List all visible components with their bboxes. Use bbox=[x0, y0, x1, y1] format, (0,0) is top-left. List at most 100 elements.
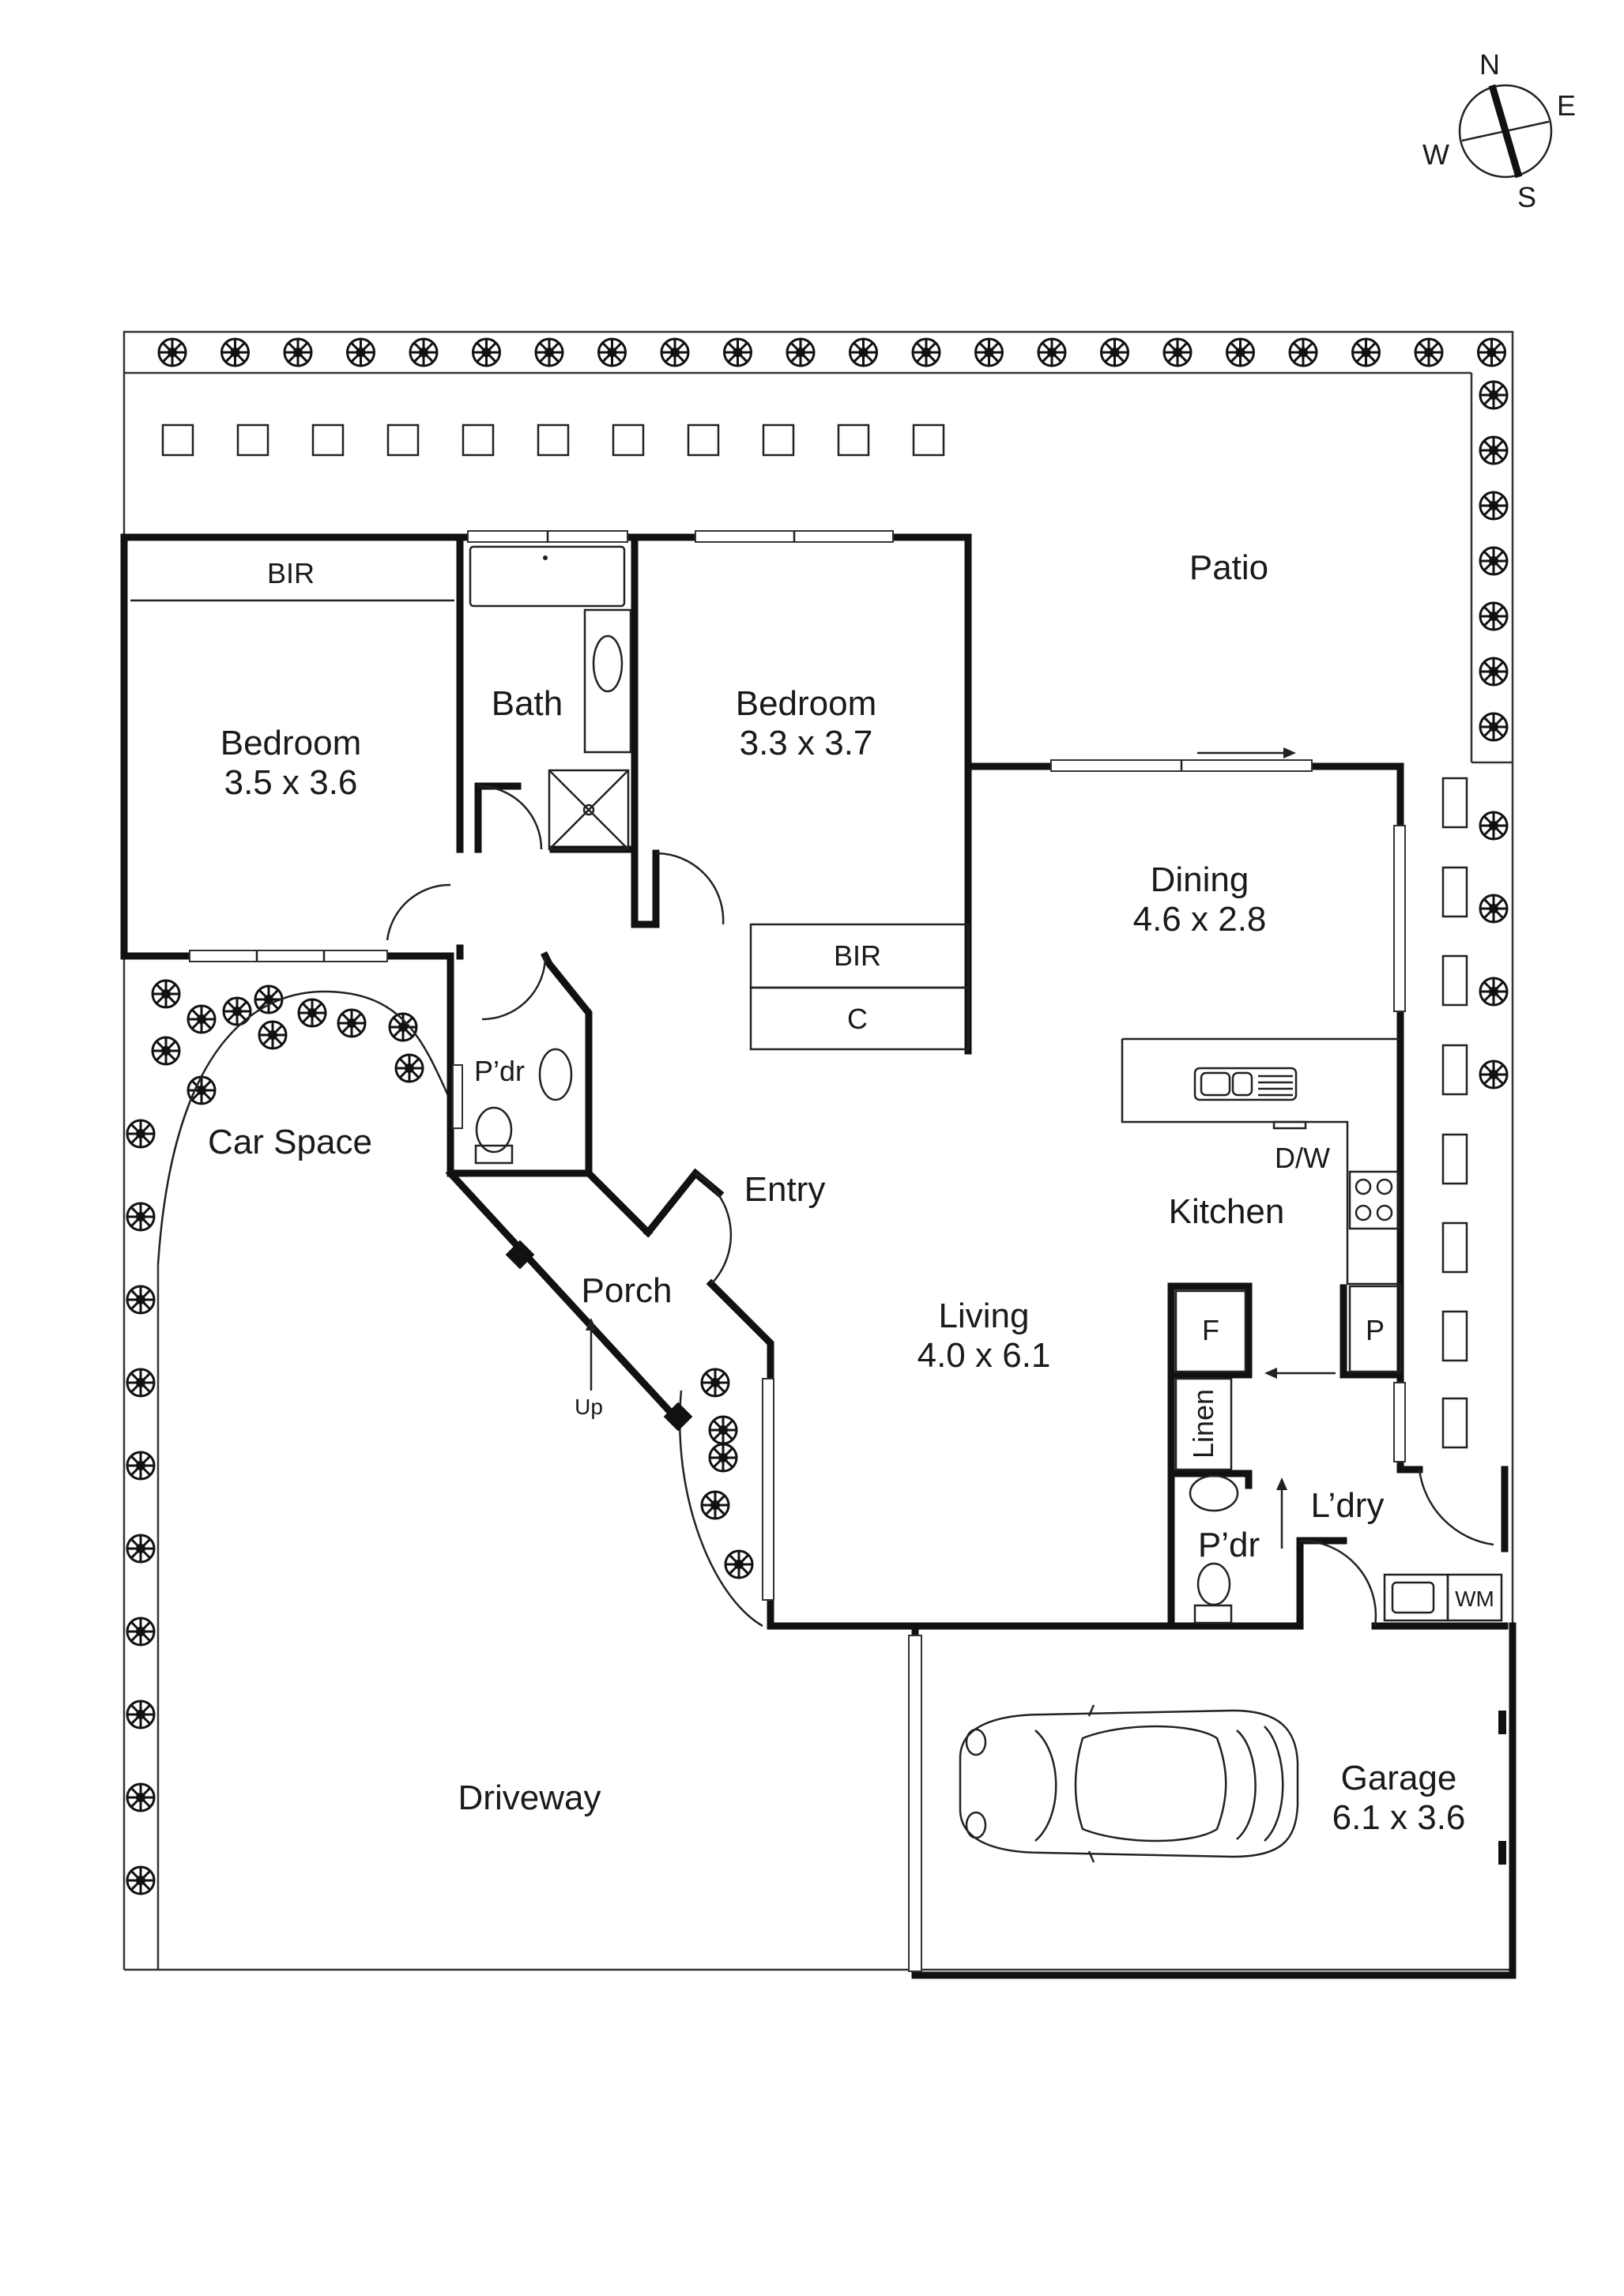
paver-tile bbox=[612, 423, 645, 457]
shrub-icon bbox=[1100, 337, 1129, 367]
shrub-icon bbox=[337, 1008, 367, 1038]
bedroom2-robe bbox=[749, 923, 970, 1051]
shrub-icon bbox=[911, 337, 941, 367]
shrub-icon bbox=[1479, 380, 1509, 410]
linen-label: Linen bbox=[1187, 1389, 1219, 1459]
entry-label: Entry bbox=[744, 1170, 826, 1209]
shrub-icon bbox=[849, 337, 878, 367]
dining-dims: 4.6 x 2.8 bbox=[1133, 900, 1267, 939]
compass-east-label: E bbox=[1557, 89, 1576, 122]
fridge-space bbox=[1174, 1289, 1247, 1373]
shrub-icon bbox=[1479, 546, 1509, 576]
bedroom2-label: Bedroom bbox=[736, 684, 877, 723]
shrub-icon bbox=[220, 337, 250, 367]
compass-rose: N E S W bbox=[1422, 48, 1576, 213]
shrub-icon bbox=[151, 979, 181, 1009]
shrub-icon bbox=[1479, 435, 1509, 465]
shrub-icon bbox=[597, 337, 627, 367]
powder1-label: P’dr bbox=[474, 1055, 525, 1087]
paver-tile bbox=[462, 423, 495, 457]
shrub-icon bbox=[786, 337, 816, 367]
shrub-icon bbox=[187, 1075, 217, 1105]
shrub-icon bbox=[258, 1020, 288, 1050]
shrub-icon bbox=[126, 1617, 156, 1647]
shrub-icon bbox=[346, 337, 375, 367]
paver-tile bbox=[687, 423, 720, 457]
shrub-icon bbox=[126, 1699, 156, 1730]
shrub-icon bbox=[388, 1012, 418, 1042]
shrub-icon bbox=[534, 337, 564, 367]
shrub-icon bbox=[126, 1368, 156, 1398]
paver-tile bbox=[161, 423, 194, 457]
pantry-cupboard bbox=[1348, 1285, 1402, 1373]
shrub-icon bbox=[1479, 977, 1509, 1007]
shrub-icon bbox=[409, 337, 439, 367]
paver-tile bbox=[311, 423, 345, 457]
patio-pavers bbox=[161, 423, 945, 457]
car-icon bbox=[959, 1704, 1299, 1863]
shrub-icon bbox=[297, 998, 327, 1028]
garage-dims: 6.1 x 3.6 bbox=[1332, 1798, 1466, 1837]
porch-label: Porch bbox=[582, 1271, 673, 1310]
hedge-shrubs bbox=[126, 337, 1509, 1895]
shrub-icon bbox=[151, 1036, 181, 1066]
compass-south-label: S bbox=[1517, 181, 1536, 213]
shrub-icon bbox=[126, 1865, 156, 1895]
shrub-icon bbox=[126, 1202, 156, 1232]
shrub-icon bbox=[708, 1443, 738, 1473]
powder2-label: P’dr bbox=[1198, 1526, 1260, 1564]
shrub-icon bbox=[394, 1053, 424, 1083]
porch-columns bbox=[505, 1240, 693, 1432]
shower bbox=[548, 769, 630, 851]
powder1-fittings bbox=[474, 1048, 573, 1165]
compass-west-label: W bbox=[1422, 138, 1449, 171]
shrub-icon bbox=[126, 1534, 156, 1564]
paver-tile bbox=[537, 423, 570, 457]
laundry-label: L’dry bbox=[1311, 1486, 1385, 1525]
dishwasher-label: D/W bbox=[1275, 1142, 1330, 1174]
shrub-icon bbox=[724, 1549, 754, 1579]
shrub-icon bbox=[126, 1782, 156, 1812]
door-swings bbox=[386, 785, 1494, 1627]
garden-edges bbox=[156, 990, 763, 1628]
shrub-icon bbox=[1479, 894, 1509, 924]
shrub-icon bbox=[126, 1285, 156, 1315]
dining-label: Dining bbox=[1151, 860, 1249, 899]
shrub-icon bbox=[157, 337, 187, 367]
cooktop bbox=[1348, 1170, 1400, 1230]
shrub-icon bbox=[1479, 491, 1509, 521]
shrub-icon bbox=[974, 337, 1004, 367]
shrub-icon bbox=[1479, 712, 1509, 742]
shrub-icon bbox=[1288, 337, 1318, 367]
linen-cupboard bbox=[1174, 1377, 1233, 1471]
garage-wall-studs bbox=[1498, 1711, 1506, 1865]
bedroom1-dims: 3.5 x 3.6 bbox=[224, 763, 358, 802]
shrub-icon bbox=[1162, 337, 1193, 367]
shrub-icon bbox=[1479, 601, 1509, 631]
shrub-icon bbox=[660, 337, 690, 367]
bir-left-label: BIR bbox=[267, 557, 315, 589]
shrub-icon bbox=[254, 984, 284, 1014]
shrub-icon bbox=[723, 337, 752, 367]
laundry-fittings bbox=[1383, 1573, 1503, 1622]
shrub-icon bbox=[708, 1415, 738, 1445]
shrub-icon bbox=[283, 337, 313, 367]
paver-tile bbox=[912, 423, 945, 457]
pantry-label: P bbox=[1366, 1314, 1385, 1346]
sliding-door-arrows bbox=[586, 747, 1336, 1549]
bedroom1-label: Bedroom bbox=[220, 724, 362, 762]
shrub-icon bbox=[1037, 337, 1067, 367]
compass-north-label: N bbox=[1479, 48, 1500, 81]
shrub-icon bbox=[222, 996, 252, 1026]
shrub-icon bbox=[1477, 337, 1506, 367]
bir-mid-label: BIR bbox=[834, 939, 881, 972]
windows bbox=[189, 530, 1406, 1972]
shrub-icon bbox=[126, 1119, 156, 1149]
bath-label: Bath bbox=[492, 684, 563, 723]
east-side-pavers bbox=[1441, 777, 1468, 1449]
cupboard-label: C bbox=[847, 1003, 868, 1035]
shrub-icon bbox=[1226, 337, 1255, 367]
shrub-icon bbox=[1414, 337, 1444, 367]
driveway-label: Driveway bbox=[458, 1778, 601, 1817]
